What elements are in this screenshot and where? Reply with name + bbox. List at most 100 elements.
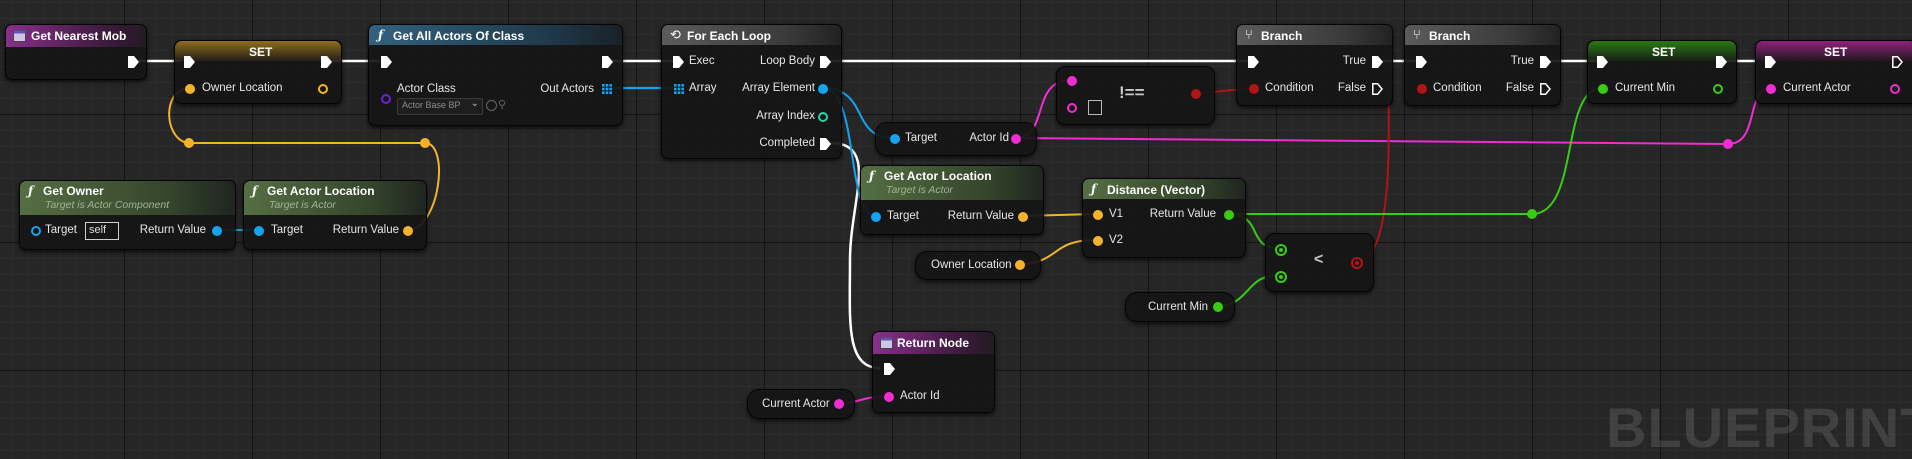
branch-icon: ⑂: [1413, 27, 1421, 42]
string-in-pin[interactable]: [1067, 76, 1077, 86]
exec-in-pin[interactable]: [884, 363, 895, 375]
browse-icon[interactable]: ⚲: [498, 99, 507, 111]
pin-label: V2: [1109, 234, 1124, 246]
pin-label: True: [1510, 55, 1534, 67]
node-get-current-min[interactable]: Current Min: [1125, 292, 1235, 322]
vector-out-pin[interactable]: [403, 226, 413, 236]
target-self-field[interactable]: self: [85, 222, 119, 240]
pin-label: Target: [45, 224, 77, 236]
object-in-pin[interactable]: [871, 212, 881, 222]
vector-in-pin[interactable]: [185, 84, 195, 94]
float-in-pin[interactable]: [1275, 271, 1287, 283]
object-in-pin[interactable]: [254, 226, 264, 236]
node-title: SET: [1824, 45, 1848, 59]
exec-out-pin[interactable]: [602, 56, 613, 68]
node-subtitle: Target is Actor: [886, 184, 953, 196]
vector-in-pin[interactable]: [1093, 210, 1103, 220]
node-get-current-actor[interactable]: Current Actor: [747, 389, 855, 419]
actor-class-dropdown[interactable]: Actor Base BP ⌄: [397, 98, 483, 115]
node-return[interactable]: Return Node Actor Id: [872, 331, 995, 413]
pin-label: Actor Id: [969, 132, 1009, 144]
exec-in-pin[interactable]: [184, 56, 195, 68]
node-title: Get Actor Location: [267, 184, 375, 198]
node-get-owner[interactable]: ƒ Get Owner Target is Actor Component Ta…: [19, 180, 236, 250]
node-get-actor-location-2[interactable]: ƒ Get Actor Location Target is Actor Tar…: [860, 165, 1044, 235]
use-selected-icon[interactable]: [486, 100, 497, 111]
node-set-current-actor[interactable]: SET Current Actor: [1755, 40, 1912, 104]
float-out-pin[interactable]: [1213, 302, 1223, 312]
node-break-actor-id[interactable]: Target Actor Id: [875, 122, 1037, 156]
class-in-pin[interactable]: [381, 94, 391, 104]
float-in-pin[interactable]: [1275, 244, 1287, 256]
exec-in-pin[interactable]: [1416, 56, 1427, 68]
pin-label: V1: [1109, 208, 1124, 220]
exec-in-pin[interactable]: [1597, 56, 1608, 68]
string-in-pin[interactable]: [884, 392, 894, 402]
node-get-owner-location[interactable]: Owner Location: [915, 251, 1041, 280]
string-out-pin[interactable]: [1890, 84, 1900, 94]
object-in-pin[interactable]: [31, 226, 41, 236]
node-less-than[interactable]: <: [1265, 233, 1374, 292]
node-distance-vector[interactable]: ƒ Distance (Vector) V1 Return Value V2: [1082, 178, 1246, 258]
exec-out-pin[interactable]: [1540, 83, 1551, 95]
string-in-pin[interactable]: [1766, 84, 1776, 94]
pin-label: Return Value: [332, 224, 399, 236]
float-in-pin[interactable]: [1598, 84, 1608, 94]
object-out-pin[interactable]: [212, 226, 222, 236]
exec-out-pin[interactable]: [1892, 56, 1903, 68]
string-out-pin[interactable]: [834, 399, 844, 409]
node-set-owner-location[interactable]: SET Owner Location: [174, 40, 342, 104]
string-in-pin[interactable]: [1067, 103, 1077, 113]
vector-in-pin[interactable]: [1093, 236, 1103, 246]
exec-in-pin[interactable]: [1765, 56, 1776, 68]
float-out-pin[interactable]: [1224, 210, 1234, 220]
node-branch-2[interactable]: ⑂ Branch True Condition False: [1404, 24, 1561, 106]
exec-out-pin[interactable]: [128, 56, 139, 68]
node-get-nearest-mob[interactable]: Get Nearest Mob: [5, 24, 147, 80]
node-header: [6, 25, 146, 47]
exec-out-pin[interactable]: [820, 56, 831, 68]
object-out-pin[interactable]: [818, 84, 828, 94]
exec-out-pin[interactable]: [1716, 56, 1727, 68]
node-for-each-loop[interactable]: ⟲ For Each Loop Exec Loop Body Array Arr…: [661, 24, 842, 159]
node-subtitle: Target is Actor Component: [45, 199, 170, 211]
branch-icon: ⑂: [1245, 27, 1253, 42]
pin-label: Target: [271, 224, 303, 236]
node-get-all-actors-of-class[interactable]: ƒ Get All Actors Of Class Actor Class Ac…: [368, 24, 623, 126]
exec-in-pin[interactable]: [381, 56, 392, 68]
vector-out-pin[interactable]: [318, 84, 328, 94]
pin-label: Target: [905, 132, 937, 144]
node-title: Get All Actors Of Class: [393, 29, 525, 43]
exec-out-pin[interactable]: [1372, 83, 1383, 95]
bool-in-pin[interactable]: [1417, 84, 1427, 94]
exec-out-pin[interactable]: [820, 138, 831, 150]
node-not-equal[interactable]: !==: [1056, 66, 1215, 125]
bool-out-pin[interactable]: [1351, 257, 1363, 269]
vector-out-pin[interactable]: [1015, 260, 1025, 270]
array-out-pin[interactable]: [602, 84, 612, 94]
bool-in-pin[interactable]: [1249, 84, 1259, 94]
float-out-pin[interactable]: [1713, 84, 1723, 94]
vector-out-pin[interactable]: [1018, 212, 1028, 222]
node-header: [1756, 41, 1912, 61]
exec-in-pin[interactable]: [1248, 56, 1259, 68]
value-checkbox[interactable]: [1088, 100, 1102, 115]
exec-in-pin[interactable]: [673, 56, 684, 68]
exec-out-pin[interactable]: [321, 56, 332, 68]
node-branch-1[interactable]: ⑂ Branch True Condition False: [1236, 24, 1393, 106]
int-out-pin[interactable]: [818, 112, 828, 122]
bool-out-pin[interactable]: [1191, 89, 1201, 99]
node-header: [1588, 41, 1736, 61]
node-set-current-min[interactable]: SET Current Min: [1587, 40, 1737, 104]
array-in-pin[interactable]: [674, 84, 684, 94]
node-get-actor-location-1[interactable]: ƒ Get Actor Location Target is Actor Tar…: [243, 180, 427, 250]
object-in-pin[interactable]: [890, 134, 900, 144]
exec-out-pin[interactable]: [1372, 56, 1383, 68]
node-header: [244, 181, 426, 215]
exec-out-pin[interactable]: [1540, 56, 1551, 68]
pin-label: Exec: [689, 55, 715, 67]
dropdown-value: Actor Base BP: [402, 100, 461, 110]
node-title: SET: [249, 45, 273, 59]
pin-label: False: [1337, 82, 1366, 94]
string-out-pin[interactable]: [1011, 134, 1021, 144]
